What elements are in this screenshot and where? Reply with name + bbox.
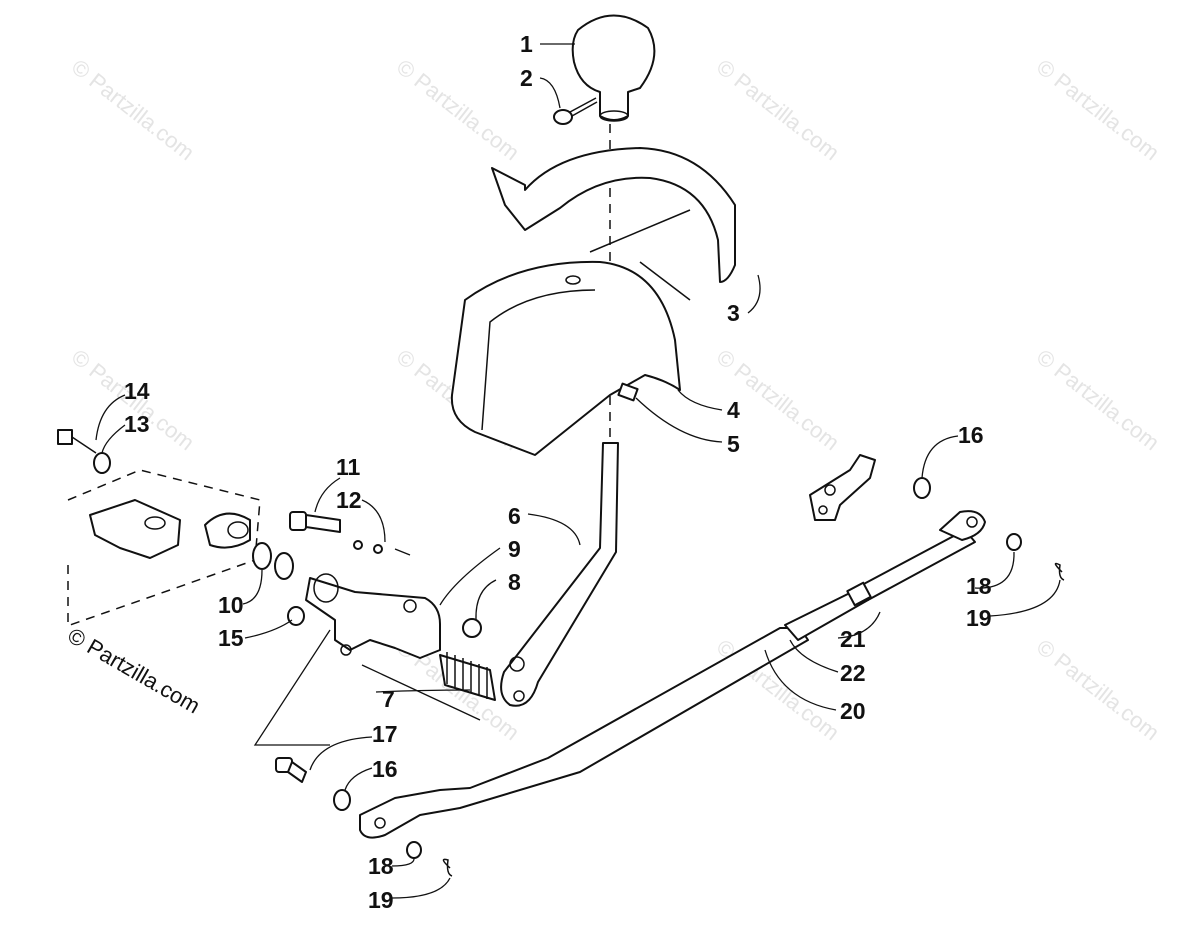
callout-10: 10 bbox=[218, 592, 244, 618]
callout-13: 13 bbox=[124, 411, 150, 437]
pivot-arm-part bbox=[305, 573, 441, 659]
watermark: © Partzilla.com bbox=[67, 54, 199, 165]
credit-text: © Partzilla.com bbox=[64, 623, 205, 719]
callout-9: 9 bbox=[508, 536, 521, 562]
pin-bolt-part bbox=[275, 757, 307, 783]
washer-part bbox=[93, 452, 111, 474]
watermark: © Partzilla.com bbox=[1032, 344, 1164, 455]
callout-7: 7 bbox=[382, 686, 395, 712]
turnbuckle-part bbox=[784, 529, 976, 641]
connector-line bbox=[361, 664, 481, 721]
pin-part bbox=[617, 382, 639, 402]
boot-cover-upper-part bbox=[491, 147, 736, 301]
callout-11: 11 bbox=[336, 454, 361, 480]
linkage-rod-part bbox=[359, 627, 809, 839]
callout-1: 1 bbox=[520, 31, 533, 57]
callout-20: 20 bbox=[840, 698, 866, 724]
washer-part bbox=[1006, 533, 1022, 551]
callout-labels: 1 2 3 4 5 6 7 8 9 10 11 12 13 14 15 16 1… bbox=[124, 31, 992, 913]
callout-18-right: 18 bbox=[966, 573, 992, 599]
callout-4: 4 bbox=[727, 397, 740, 423]
screw-part bbox=[553, 97, 598, 125]
callout-18-lower: 18 bbox=[368, 853, 394, 879]
washer-part bbox=[406, 841, 422, 859]
e-clip-part bbox=[1054, 562, 1065, 581]
boot-cover-lower-part bbox=[450, 260, 681, 456]
callout-3: 3 bbox=[727, 300, 740, 326]
small-washer-part bbox=[353, 540, 363, 550]
washer-part bbox=[333, 789, 351, 811]
small-washer-part bbox=[373, 544, 383, 554]
selector-arm-part bbox=[809, 454, 876, 521]
callout-21: 21 bbox=[840, 626, 866, 652]
nut-part bbox=[462, 618, 482, 638]
knob-part bbox=[571, 14, 656, 122]
o-ring-part bbox=[252, 542, 272, 570]
callout-19-lower: 19 bbox=[368, 887, 394, 913]
bolt-part bbox=[57, 429, 97, 454]
watermark: © Partzilla.com bbox=[1032, 54, 1164, 165]
rod-end-part bbox=[939, 510, 986, 541]
frame-bracket-part bbox=[67, 469, 261, 626]
callout-6: 6 bbox=[508, 503, 521, 529]
callout-2: 2 bbox=[520, 65, 533, 91]
callout-22: 22 bbox=[840, 660, 866, 686]
connector-line bbox=[394, 548, 411, 556]
watermark: © Partzilla.com bbox=[712, 54, 844, 165]
pivot-screw-part bbox=[289, 511, 341, 533]
spring-part bbox=[439, 652, 496, 701]
e-clip-part bbox=[442, 858, 453, 877]
callout-15: 15 bbox=[218, 625, 244, 651]
callout-17: 17 bbox=[372, 721, 398, 747]
callout-8: 8 bbox=[508, 569, 521, 595]
leader-lines bbox=[95, 43, 1061, 899]
shift-lever-part bbox=[500, 442, 619, 707]
connector-line bbox=[253, 629, 331, 746]
washer-part bbox=[287, 606, 305, 626]
watermark: © Partzilla.com bbox=[1032, 634, 1164, 745]
washer-part bbox=[913, 477, 931, 499]
callout-19-right: 19 bbox=[966, 605, 992, 631]
callout-12: 12 bbox=[336, 487, 362, 513]
callout-16-lower: 16 bbox=[372, 756, 398, 782]
watermark: © Partzilla.com bbox=[392, 54, 524, 165]
callout-14: 14 bbox=[124, 378, 150, 404]
o-ring-part bbox=[274, 552, 294, 580]
callout-5: 5 bbox=[727, 431, 740, 457]
callout-16-upper: 16 bbox=[958, 422, 984, 448]
